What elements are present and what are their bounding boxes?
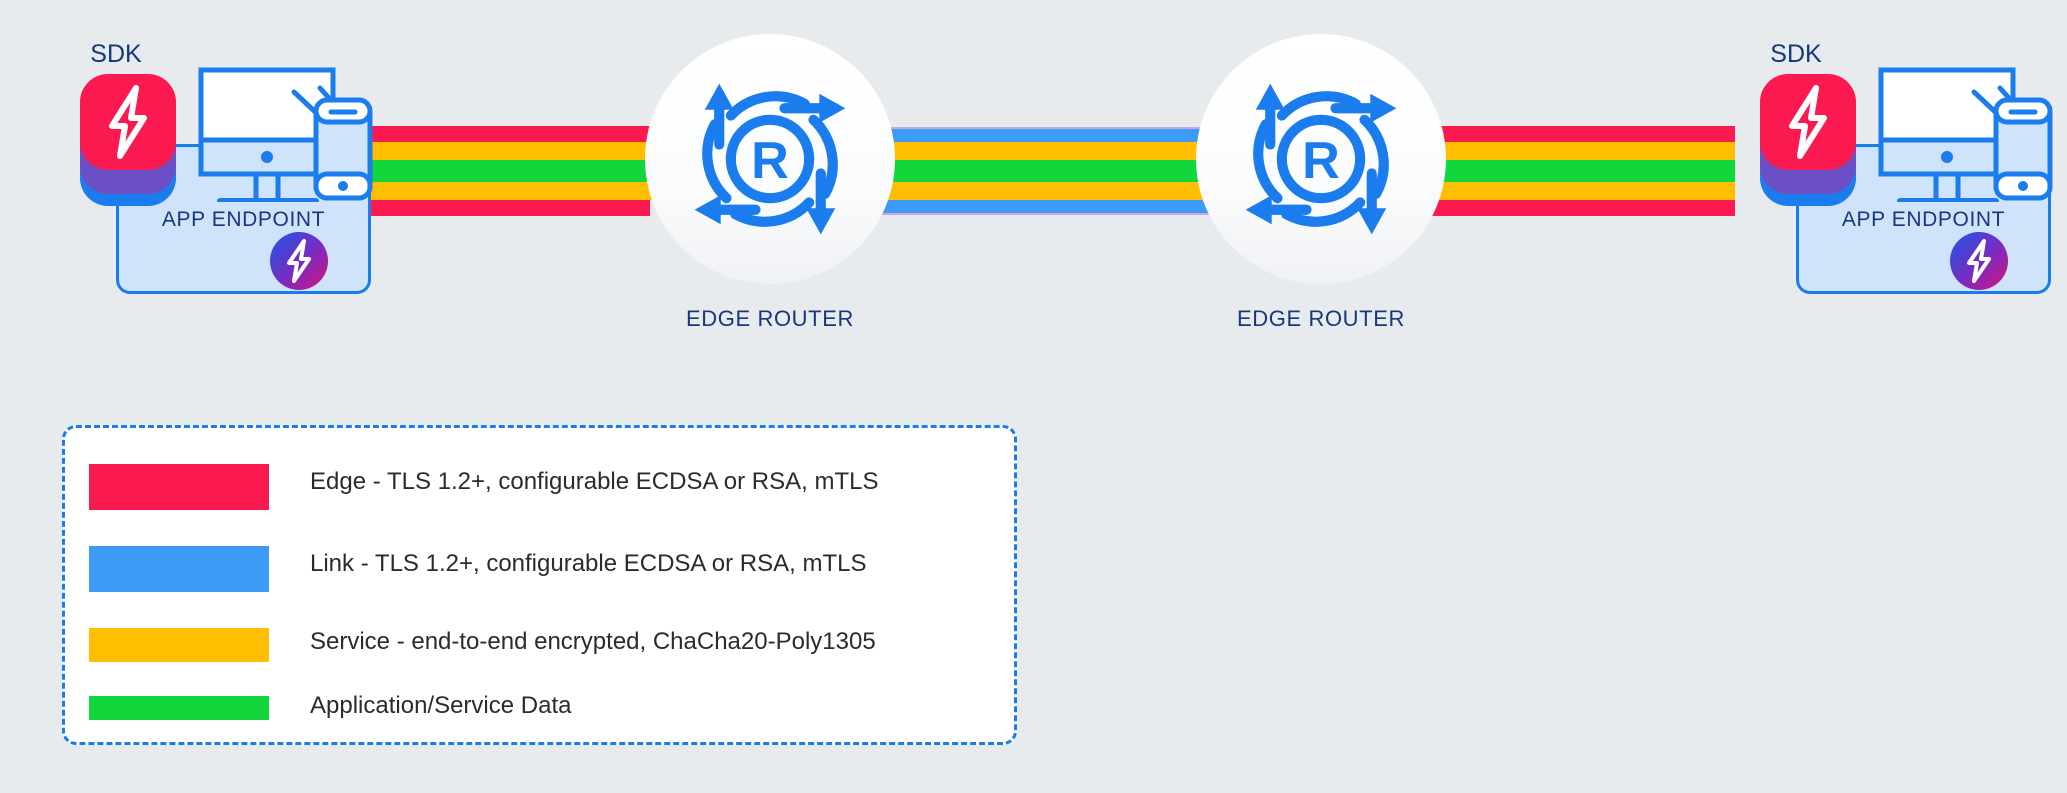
legend-label: Link - TLS 1.2+, configurable ECDSA or R… bbox=[310, 550, 867, 577]
band-application-data bbox=[340, 160, 1735, 182]
svg-text:R: R bbox=[751, 132, 789, 190]
app-endpoint-label: APP ENDPOINT bbox=[1841, 208, 2006, 231]
router-circle-background bbox=[645, 34, 895, 284]
legend-item-service: Service - end-to-end encrypted, ChaCha20… bbox=[65, 616, 1014, 672]
edge-router-left[interactable]: R EDGE ROUTER bbox=[645, 34, 895, 334]
segment-edge-left bbox=[340, 126, 650, 216]
monitor-phone-icon bbox=[1878, 62, 2063, 205]
edge-router-right[interactable]: R EDGE ROUTER bbox=[1196, 34, 1446, 334]
legend-item-appdata: Application/Service Data bbox=[65, 680, 1014, 736]
legend-label: Service - end-to-end encrypted, ChaCha20… bbox=[310, 628, 876, 655]
band-edge-outer-bottom bbox=[340, 200, 650, 216]
legend-label: Application/Service Data bbox=[310, 692, 572, 719]
monitor-phone-icon bbox=[198, 62, 383, 205]
legend-label: Edge - TLS 1.2+, configurable ECDSA or R… bbox=[310, 468, 879, 495]
ziti-bolt-badge-icon bbox=[1950, 232, 2008, 290]
legend-item-link: Link - TLS 1.2+, configurable ECDSA or R… bbox=[65, 538, 1014, 594]
router-arrows-icon: R bbox=[683, 72, 857, 246]
segment-edge-right bbox=[1425, 126, 1735, 216]
sdk-label: SDK bbox=[90, 40, 142, 68]
band-link-outer-bottom bbox=[870, 200, 1210, 215]
edge-router-label: EDGE ROUTER bbox=[1237, 306, 1405, 331]
band-service-bottom bbox=[340, 182, 1735, 200]
sdk-label: SDK bbox=[1770, 40, 1822, 68]
svg-text:R: R bbox=[1302, 132, 1340, 190]
band-edge-outer-top bbox=[340, 126, 650, 142]
legend-swatch-link bbox=[89, 546, 269, 592]
band-edge-outer-top bbox=[1425, 126, 1735, 142]
app-endpoint-right[interactable]: SDK APP ENDPOINT bbox=[1728, 40, 2058, 294]
app-endpoint-left[interactable]: SDK APP ENDPOINT bbox=[48, 40, 378, 294]
segment-service-full bbox=[340, 126, 1735, 216]
legend-item-edge: Edge - TLS 1.2+, configurable ECDSA or R… bbox=[65, 456, 1014, 512]
legend-swatch-appdata bbox=[89, 696, 269, 720]
band-link-outer-top bbox=[870, 127, 1210, 142]
sdk-stack-icon bbox=[70, 74, 186, 206]
sdk-stack-icon bbox=[1750, 74, 1866, 206]
router-arrows-icon: R bbox=[1234, 72, 1408, 246]
legend-panel: Edge - TLS 1.2+, configurable ECDSA or R… bbox=[62, 425, 1017, 745]
band-edge-outer-bottom bbox=[1425, 200, 1735, 216]
router-circle-background bbox=[1196, 34, 1446, 284]
legend-swatch-edge bbox=[89, 464, 269, 510]
app-endpoint-label: APP ENDPOINT bbox=[161, 208, 326, 231]
legend-swatch-service bbox=[89, 628, 269, 662]
edge-router-label: EDGE ROUTER bbox=[686, 306, 854, 331]
ziti-bolt-badge-icon bbox=[270, 232, 328, 290]
segment-link-middle bbox=[870, 126, 1210, 216]
band-service-top bbox=[340, 142, 1735, 160]
